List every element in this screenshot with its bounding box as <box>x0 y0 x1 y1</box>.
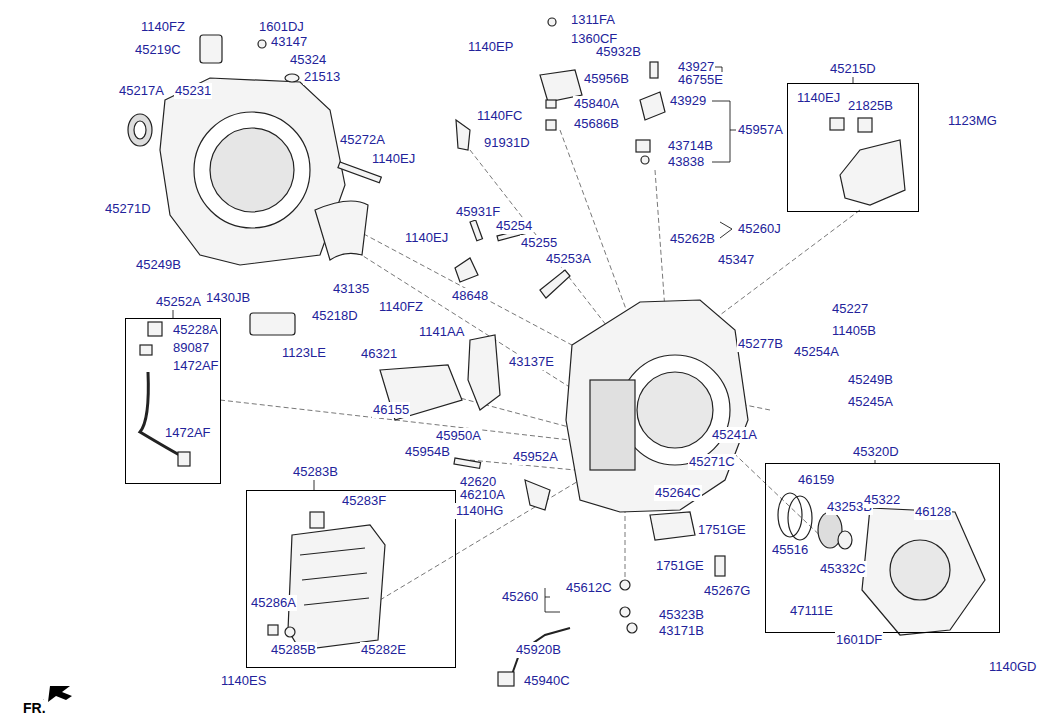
callout-number: 45920B <box>515 642 562 658</box>
callout-number: 45840A <box>573 96 620 112</box>
callout-number: 1140EJ <box>371 151 416 167</box>
callout-number: 45241A <box>711 427 758 443</box>
callout-number: 1140FZ <box>378 299 424 315</box>
callout-number: 1601DF <box>835 632 883 648</box>
callout-number: 45952A <box>512 449 559 465</box>
callout-number: 45516 <box>771 542 809 558</box>
callout-number: 1311FA <box>570 12 616 28</box>
callout-number: 43171B <box>658 623 705 639</box>
callout-number: 45283F <box>341 493 387 509</box>
callout-number: 45260 <box>501 589 539 605</box>
callout-number: 45271C <box>688 454 736 470</box>
callout-number: 1123MG <box>947 113 998 129</box>
callout-number: 91931D <box>483 135 531 151</box>
callout-number: 1141AA <box>418 324 465 340</box>
callout-number: 45956B <box>583 71 630 87</box>
callout-number: 45323B <box>658 607 705 623</box>
callout-number: 46210A <box>459 487 506 503</box>
callout-number: 45950A <box>435 428 482 444</box>
callout-number: 45254 <box>495 218 533 234</box>
group-number: 45320D <box>852 444 900 460</box>
callout-number: 21513 <box>303 69 341 85</box>
callout-number: 46128 <box>914 504 952 520</box>
callout-number: 45347 <box>717 252 755 268</box>
callout-number: 45231 <box>174 83 212 99</box>
callout-number: 45322 <box>863 492 901 508</box>
callout-number: 43714B <box>667 138 714 154</box>
callout-number: 45260J <box>737 221 782 237</box>
direction-label: FR. <box>22 700 47 716</box>
callout-number: 43929 <box>669 93 707 109</box>
callout-number: 45255 <box>520 235 558 251</box>
group-number: 45252A <box>155 294 202 310</box>
callout-number: 45245A <box>847 394 894 410</box>
callout-number: 1140HG <box>455 503 504 519</box>
callout-number: 45217A <box>118 83 165 99</box>
group-number: 45215D <box>829 61 877 77</box>
callout-number: 45285B <box>270 642 317 658</box>
callout-number: 1430JB <box>205 290 251 306</box>
callout-number: 46321 <box>360 346 398 362</box>
callout-number: 45954B <box>404 444 451 460</box>
callout-number: 1140FC <box>476 108 523 124</box>
callout-number: 45272A <box>339 132 386 148</box>
callout-number: 45218D <box>311 308 359 324</box>
callout-number: 47111E <box>789 603 834 619</box>
callout-number: 45324 <box>289 52 327 68</box>
callout-number: 45686B <box>573 116 620 132</box>
callout-number: 45227 <box>831 301 869 317</box>
callout-number: 1140FZ <box>140 19 186 35</box>
callout-number: 48648 <box>451 288 489 304</box>
callout-number: 45282E <box>360 642 407 658</box>
callout-number: 1140EP <box>467 39 514 55</box>
callout-number: 45228A <box>172 322 219 338</box>
callout-number: 45277B <box>737 336 784 352</box>
callout-number: 45267G <box>703 583 751 599</box>
callout-number: 89087 <box>172 340 210 356</box>
callout-number: 1472AF <box>172 358 220 374</box>
callout-number: 1123LE <box>281 345 327 361</box>
callout-number: 45249B <box>847 372 894 388</box>
callout-number: 11405B <box>831 323 877 339</box>
callout-number: 1751GE <box>655 558 705 574</box>
callout-number: 45271D <box>104 201 152 217</box>
callout-number: 43147 <box>270 34 308 50</box>
callout-number: 45957A <box>737 122 784 138</box>
group-number: 45283B <box>292 464 339 480</box>
callout-number: 1140ES <box>220 673 267 689</box>
callout-number: 1601DJ <box>258 19 305 35</box>
callout-number: 45264C <box>654 485 702 501</box>
callout-number: 45262B <box>669 231 716 247</box>
callout-number: 1140GD <box>988 659 1037 675</box>
callout-number: 1751GE <box>697 522 747 538</box>
callout-number: 45332C <box>819 561 867 577</box>
callout-number: 1140EJ <box>796 90 841 106</box>
callout-number: 45612C <box>565 580 613 596</box>
callout-number: 46159 <box>797 472 835 488</box>
callout-number: 46755E <box>677 72 724 88</box>
callout-number: 45219C <box>134 42 182 58</box>
callout-number: 1472AF <box>164 425 212 441</box>
callout-number: 45254A <box>793 344 840 360</box>
callout-number: 45932B <box>595 44 642 60</box>
callout-number: 45253A <box>545 251 592 267</box>
callout-number: 43838 <box>667 154 705 170</box>
callout-number: 45940C <box>523 673 571 689</box>
callout-number: 43135 <box>332 281 370 297</box>
front-arrow <box>48 686 72 702</box>
callout-number: 1140EJ <box>404 230 449 246</box>
callout-number: 45286A <box>250 595 297 611</box>
callout-number: 43137E <box>508 354 555 370</box>
callout-number: 45249B <box>135 257 182 273</box>
callout-number: 46155 <box>372 402 410 418</box>
callout-number: 21825B <box>847 98 894 114</box>
